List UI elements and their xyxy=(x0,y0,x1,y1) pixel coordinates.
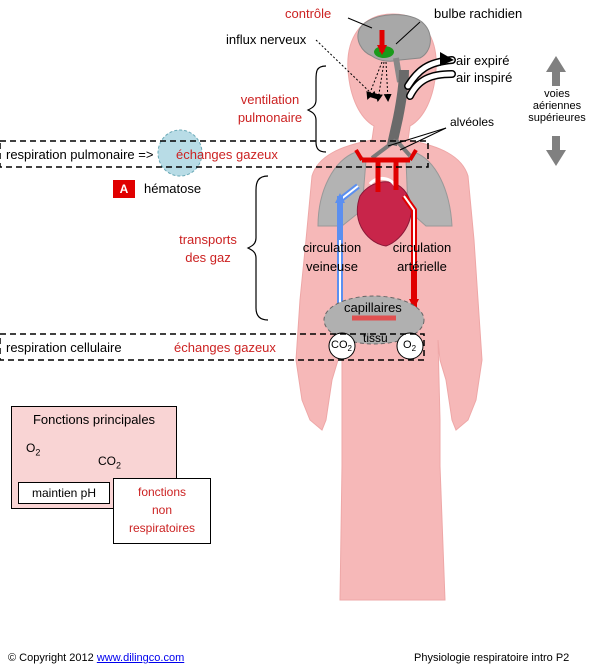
trachea xyxy=(387,69,409,147)
copyright-text: © Copyright 2012 xyxy=(8,652,94,664)
lungs xyxy=(317,151,453,227)
label-air-expire: air expiré xyxy=(456,53,510,68)
ventilation-line-2: pulmonaire xyxy=(237,110,303,125)
non-resp-line-1: fonctions xyxy=(137,485,187,499)
label-circulation-arterielle: circulation artérielle xyxy=(384,238,460,276)
functions-o2: O2 xyxy=(26,441,40,457)
label-bulbe-rachidien: bulbe rachidien xyxy=(434,6,523,21)
label-capillaires: capillaires xyxy=(344,300,402,315)
functions-box: Fonctions principales O2 CO2 maintien pH xyxy=(11,406,177,509)
label-hematose: hématose xyxy=(144,181,202,196)
label-echanges-gazeux-pulmonaire: échanges gazeux xyxy=(176,147,278,162)
footer-title: Physiologie respiratoire intro P2 xyxy=(414,652,570,664)
label-co2-bubble: CO2 xyxy=(331,339,352,353)
o2-bubble xyxy=(396,332,424,360)
functions-title: Fonctions principales xyxy=(32,412,156,427)
non-resp-line-2: non xyxy=(151,503,173,517)
circ-vein-line-1: circulation xyxy=(302,240,362,255)
co2-bubble-sub: 2 xyxy=(347,344,352,354)
o2-bubble-base: O xyxy=(403,339,412,351)
label-respiration-cellulaire: respiration cellulaire xyxy=(6,340,122,355)
functions-o2-sub: 2 xyxy=(35,447,41,458)
label-tissu: tissu xyxy=(363,331,388,345)
braces xyxy=(246,65,327,321)
label-ventilation-pulmonaire: ventilation pulmonaire xyxy=(228,91,312,127)
label-o2-bubble: O2 xyxy=(403,339,416,353)
label-alveoles: alvéoles xyxy=(450,115,495,129)
circ-art-line-1: circulation xyxy=(392,240,452,255)
co2-bubble-base: CO xyxy=(331,339,348,351)
badge-a: A xyxy=(113,180,135,198)
co2-bubble xyxy=(328,332,356,360)
circ-art-line-2: artérielle xyxy=(397,259,447,274)
heart xyxy=(356,177,412,247)
label-echanges-gazeux-cellulaire: échanges gazeux xyxy=(174,340,276,355)
airflow-arrows xyxy=(404,52,456,100)
label-controle: contrôle xyxy=(285,6,332,21)
pulmonary-respiration-frame xyxy=(0,140,429,168)
voies-line-1: voies xyxy=(544,88,570,100)
non-resp-line-3: respiratoires xyxy=(128,521,196,535)
nerve-impulse-arrows xyxy=(315,39,392,102)
pulmonary-vessels xyxy=(354,148,418,192)
non-respiratory-box: fonctions non respiratoires xyxy=(113,478,211,544)
footer-link[interactable]: www.dilingco.com xyxy=(96,652,185,664)
maintien-ph-box: maintien pH xyxy=(18,482,110,504)
circ-vein-line-2: veineuse xyxy=(305,259,359,274)
transports-line-1: transports xyxy=(179,232,237,247)
label-transports-des-gaz: transports des gaz xyxy=(170,231,246,267)
leader-lines xyxy=(347,17,447,151)
o2-bubble-sub: 2 xyxy=(411,344,417,354)
transports-line-2: des gaz xyxy=(185,250,231,265)
label-respiration-pulmonaire: respiration pulmonaire => xyxy=(6,147,154,162)
functions-co2-base: CO xyxy=(98,454,116,468)
functions-co2-sub: 2 xyxy=(116,460,122,471)
cellular-respiration-frame xyxy=(0,333,425,361)
label-air-inspire: air inspiré xyxy=(456,70,513,85)
label-influx-nerveux: influx nerveux xyxy=(226,32,307,47)
functions-co2: CO2 xyxy=(98,454,121,470)
functions-o2-base: O xyxy=(26,441,36,455)
label-voies-aeriennes: voies aériennes supérieures xyxy=(522,88,592,124)
footer-copyright: © Copyright 2012 www.dilingco.com xyxy=(8,652,184,664)
voies-line-3: supérieures xyxy=(528,112,586,124)
label-circulation-veineuse: circulation veineuse xyxy=(294,238,370,276)
voies-line-2: aériennes xyxy=(532,100,582,112)
ventilation-line-1: ventilation xyxy=(240,92,300,107)
airway-double-arrow xyxy=(546,56,566,166)
